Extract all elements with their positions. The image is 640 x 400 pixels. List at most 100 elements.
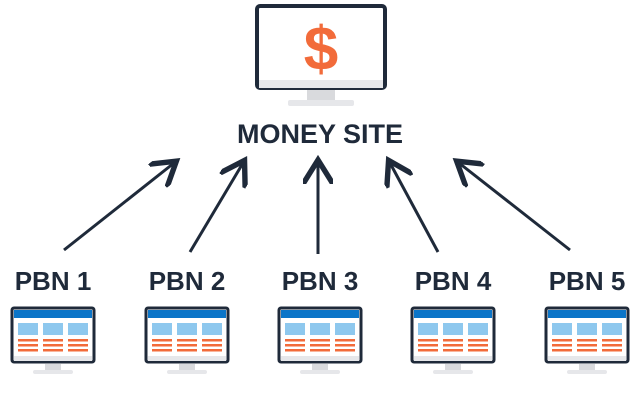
text-line — [177, 339, 197, 342]
text-line — [68, 344, 88, 347]
pbn-5-monitor — [544, 306, 630, 374]
text-line — [443, 349, 463, 352]
text-line — [418, 344, 438, 347]
content-block — [577, 323, 597, 335]
text-line — [418, 349, 438, 352]
text-line — [468, 349, 488, 352]
pbn-2-label: PBN 2 — [149, 266, 226, 296]
content-block — [177, 323, 197, 335]
content-block — [468, 323, 488, 335]
pbn-labels: PBN 1 PBN 2 PBN 3 PBN 4 PBN 5 — [15, 266, 626, 296]
site-header-bar — [414, 310, 492, 318]
content-block — [335, 323, 355, 335]
arrows — [63, 163, 571, 254]
text-line — [577, 349, 597, 352]
monitor-chin — [281, 356, 359, 361]
text-line — [285, 349, 305, 352]
monitor-base — [33, 370, 73, 374]
arrow-pbn4 — [390, 163, 440, 253]
content-block — [152, 323, 172, 335]
money-site-label: MONEY SITE — [237, 119, 403, 149]
text-line — [43, 344, 63, 347]
monitor-chin — [148, 356, 226, 361]
content-block — [202, 323, 222, 335]
text-line — [335, 349, 355, 352]
arrow-pbn5 — [459, 163, 571, 252]
text-line — [310, 349, 330, 352]
arrow-pbn1 — [63, 163, 174, 252]
text-line — [310, 339, 330, 342]
content-block — [18, 323, 38, 335]
text-line — [285, 344, 305, 347]
pbn-4-label: PBN 4 — [415, 266, 492, 296]
monitor-base — [300, 370, 340, 374]
pbn-1-label: PBN 1 — [15, 266, 92, 296]
monitor-neck — [445, 364, 461, 370]
pbn-3-monitor — [277, 306, 363, 374]
text-line — [43, 349, 63, 352]
monitor-neck — [179, 364, 195, 370]
text-line — [443, 344, 463, 347]
monitor-chin — [14, 356, 92, 361]
site-header-bar — [148, 310, 226, 318]
text-line — [202, 344, 222, 347]
text-line — [68, 339, 88, 342]
monitor-neck — [579, 364, 595, 370]
pbn-2-monitor — [144, 306, 230, 374]
text-line — [577, 339, 597, 342]
content-block — [43, 323, 63, 335]
text-line — [552, 339, 572, 342]
text-line — [202, 349, 222, 352]
text-line — [443, 339, 463, 342]
dollar-sign-icon: $ — [304, 15, 338, 84]
text-line — [468, 344, 488, 347]
text-line — [285, 339, 305, 342]
monitor-chin — [548, 356, 626, 361]
text-line — [310, 344, 330, 347]
text-line — [152, 344, 172, 347]
text-line — [152, 339, 172, 342]
pbn-5-label: PBN 5 — [549, 266, 626, 296]
text-line — [335, 344, 355, 347]
content-block — [418, 323, 438, 335]
content-block — [552, 323, 572, 335]
text-line — [152, 349, 172, 352]
text-line — [468, 339, 488, 342]
text-line — [335, 339, 355, 342]
text-line — [602, 339, 622, 342]
text-line — [418, 339, 438, 342]
text-line — [602, 349, 622, 352]
monitor-neck — [45, 364, 61, 370]
content-block — [68, 323, 88, 335]
arrow-pbn2 — [188, 163, 243, 253]
content-block — [602, 323, 622, 335]
text-line — [68, 349, 88, 352]
monitor-neck — [312, 364, 328, 370]
text-line — [552, 344, 572, 347]
text-line — [18, 349, 38, 352]
monitor-base — [567, 370, 607, 374]
text-line — [18, 344, 38, 347]
content-block — [443, 323, 463, 335]
site-header-bar — [548, 310, 626, 318]
text-line — [602, 344, 622, 347]
text-line — [177, 349, 197, 352]
text-line — [177, 344, 197, 347]
text-line — [577, 344, 597, 347]
pbn-4-monitor — [410, 306, 496, 374]
text-line — [18, 339, 38, 342]
pbn-monitors — [10, 306, 630, 374]
site-header-bar — [14, 310, 92, 318]
text-line — [202, 339, 222, 342]
text-line — [43, 339, 63, 342]
content-block — [310, 323, 330, 335]
monitor-base — [433, 370, 473, 374]
pbn-3-label: PBN 3 — [282, 266, 359, 296]
text-line — [552, 349, 572, 352]
money-site-monitor: $ — [255, 4, 387, 106]
monitor-base — [167, 370, 207, 374]
site-header-bar — [281, 310, 359, 318]
pbn-1-monitor — [10, 306, 96, 374]
monitor-chin — [414, 356, 492, 361]
